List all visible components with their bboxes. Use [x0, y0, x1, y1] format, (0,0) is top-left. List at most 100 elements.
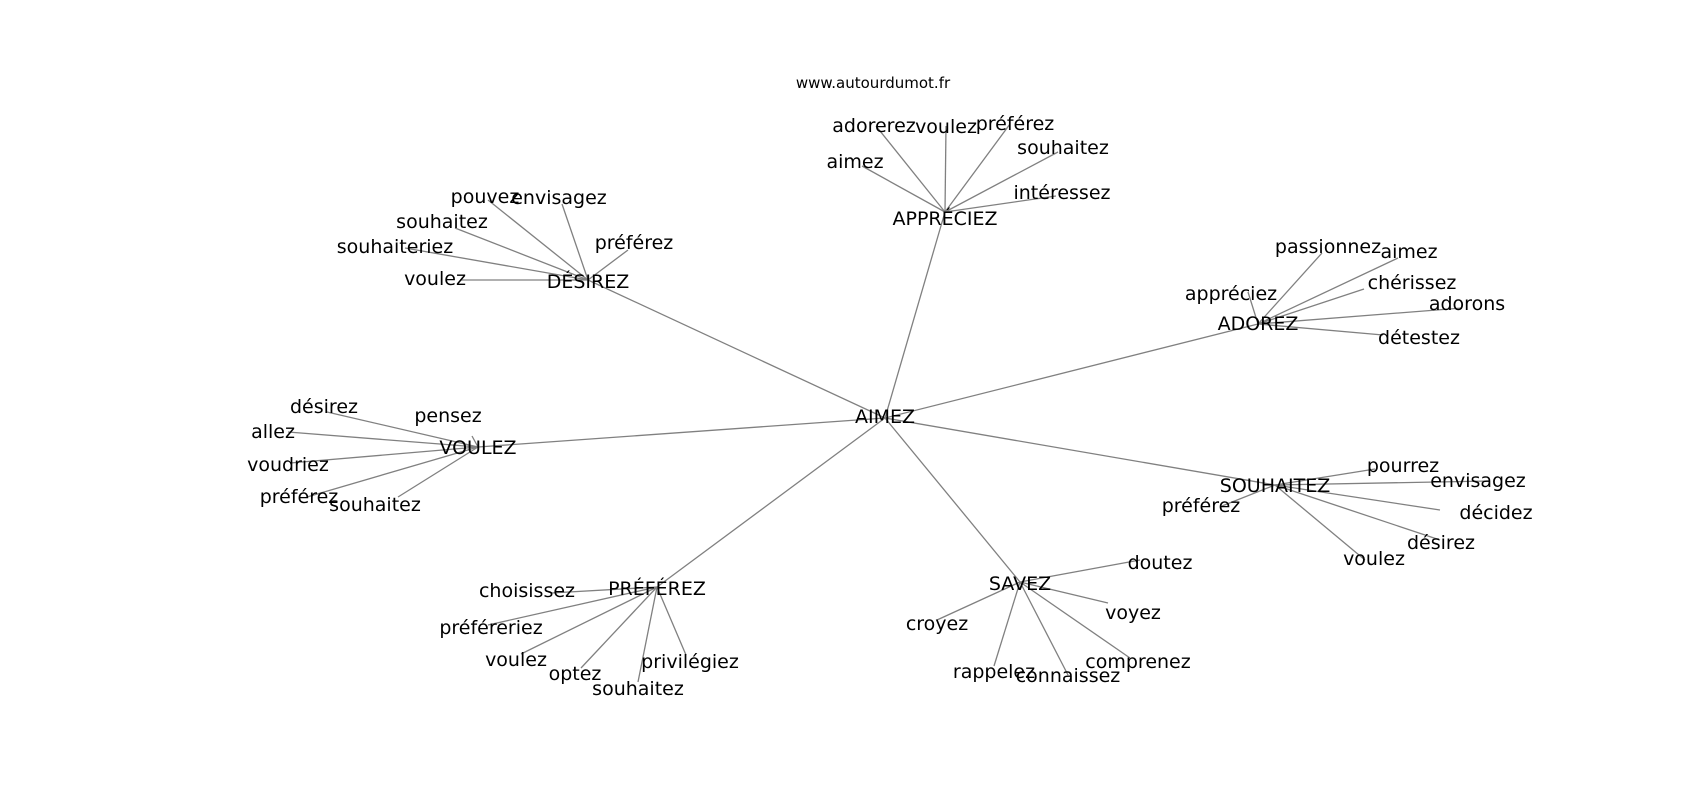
hub-to-leaf-edge [454, 227, 589, 281]
hub-to-leaf-edge [1257, 288, 1365, 325]
hub-to-leaf-edge [1257, 257, 1399, 325]
leaf-node: pensez [414, 405, 481, 427]
hub-node: ADOREZ [1218, 313, 1299, 335]
hub-to-leaf-edge [944, 123, 1011, 213]
hub-to-leaf-edge [487, 199, 589, 281]
hub-to-leaf-edge [1019, 581, 1069, 676]
hub-node: SAVEZ [989, 573, 1051, 595]
leaf-node: intéressez [1013, 182, 1110, 204]
leaf-node: désirez [290, 396, 358, 418]
hub-to-leaf-edge [936, 581, 1021, 621]
hub-to-leaf-edge [487, 586, 658, 626]
leaf-node: souhaiteriez [337, 236, 453, 258]
center-to-hub-edge [587, 279, 886, 419]
hub-to-leaf-edge [561, 203, 589, 281]
center-to-hub-edge [884, 417, 1021, 583]
center-to-hub-edge [656, 417, 886, 588]
center-to-hub-edge [477, 417, 886, 448]
leaf-node: envisagez [511, 187, 607, 209]
hub-to-leaf-edge [1257, 252, 1323, 325]
leaf-node: préférez [1162, 495, 1241, 517]
leaf-node: aimez [826, 151, 883, 173]
leaf-node: aimez [1380, 241, 1437, 263]
leaf-node: détestez [1378, 327, 1460, 349]
leaf-node: décidez [1459, 502, 1532, 524]
hub-to-leaf-edge [944, 151, 1059, 213]
leaf-node: allez [251, 421, 295, 443]
hub-to-leaf-edge [289, 446, 479, 464]
hub-to-leaf-edge [1221, 484, 1276, 507]
hub-to-leaf-edge [1274, 484, 1441, 511]
hub-to-leaf-edge [550, 586, 658, 594]
leaf-node: connaissez [1016, 665, 1121, 687]
leaf-node: passionnez [1275, 236, 1381, 258]
leaf-node: rappelez [953, 661, 1035, 683]
leaf-node: souhaitez [396, 211, 488, 233]
leaf-node: préférez [595, 232, 674, 254]
leaf-node: voulez [404, 268, 466, 290]
leaf-node: pouvez [451, 186, 520, 208]
hub-to-leaf-edge [1274, 468, 1376, 486]
leaf-node: appréciez [1185, 283, 1277, 305]
leaf-node: chérissez [1368, 272, 1457, 294]
leaf-node: choisissez [479, 580, 575, 602]
hub-to-leaf-edge [1019, 581, 1109, 604]
hub-node: PRÉFÉREZ [608, 577, 706, 600]
hub-to-leaf-edge [404, 247, 589, 281]
hub-to-leaf-edge [580, 586, 658, 669]
hub-to-leaf-edge [306, 446, 479, 498]
leaf-node: croyez [906, 613, 968, 635]
hub-to-leaf-edge [1257, 323, 1384, 336]
hub-to-leaf-edge [944, 125, 947, 213]
hub-to-leaf-edge [1247, 291, 1259, 325]
leaf-node: préféreriez [439, 617, 542, 639]
center-to-hub-edge [884, 211, 946, 419]
hub-to-leaf-edge [861, 165, 946, 213]
leaf-node: comprenez [1085, 651, 1190, 673]
hub-to-leaf-edge [1274, 484, 1366, 561]
hub-node: SOUHAITEZ [1220, 475, 1330, 497]
hub-to-leaf-edge [993, 581, 1021, 667]
leaf-node: voulez [485, 649, 547, 671]
leaf-node: adorons [1429, 293, 1505, 315]
leaf-node: voulez [915, 116, 977, 138]
center-node: AIMEZ [855, 406, 915, 428]
hub-to-leaf-edge [656, 586, 687, 656]
graph-edges [287, 123, 1491, 683]
hub-to-leaf-edge [326, 411, 479, 448]
leaf-node: pourrez [1367, 455, 1439, 477]
leaf-node: préférez [260, 486, 339, 508]
leaf-node: privilégiez [641, 651, 739, 673]
hub-to-leaf-edge [587, 249, 629, 281]
leaf-node: doutez [1128, 552, 1193, 574]
leaf-node: optez [549, 663, 602, 685]
center-to-hub-edge [884, 417, 1276, 486]
hub-to-leaf-edge [471, 435, 479, 448]
leaf-node: souhaitez [592, 678, 684, 700]
hub-to-leaf-edge [944, 195, 1057, 213]
leaf-node: voulez [1343, 548, 1405, 570]
hub-to-leaf-edge [1274, 484, 1441, 541]
hub-to-leaf-edge [520, 586, 658, 655]
hub-to-leaf-edge [1274, 480, 1491, 486]
hub-node: APPRÉCIEZ [892, 207, 997, 230]
source-watermark: www.autourdumot.fr [796, 74, 951, 92]
hub-to-leaf-edge [637, 586, 658, 683]
hub-node: VOULEZ [439, 437, 516, 459]
leaf-node: voyez [1105, 602, 1161, 624]
leaf-node: envisagez [1430, 470, 1526, 492]
leaf-node: souhaitez [1017, 137, 1109, 159]
hub-to-leaf-edge [1019, 581, 1131, 659]
leaf-node: désirez [1407, 532, 1475, 554]
hub-to-leaf-edge [397, 446, 479, 498]
center-to-hub-edge [884, 323, 1259, 419]
hub-to-leaf-edge [875, 125, 946, 213]
hub-to-leaf-edge [287, 431, 479, 448]
leaf-node: préférez [976, 113, 1055, 135]
leaf-node: adorerez [832, 115, 915, 137]
hub-to-leaf-edge [1019, 559, 1141, 583]
leaf-node: voudriez [247, 454, 329, 476]
hub-node: DÉSIREZ [547, 270, 630, 293]
